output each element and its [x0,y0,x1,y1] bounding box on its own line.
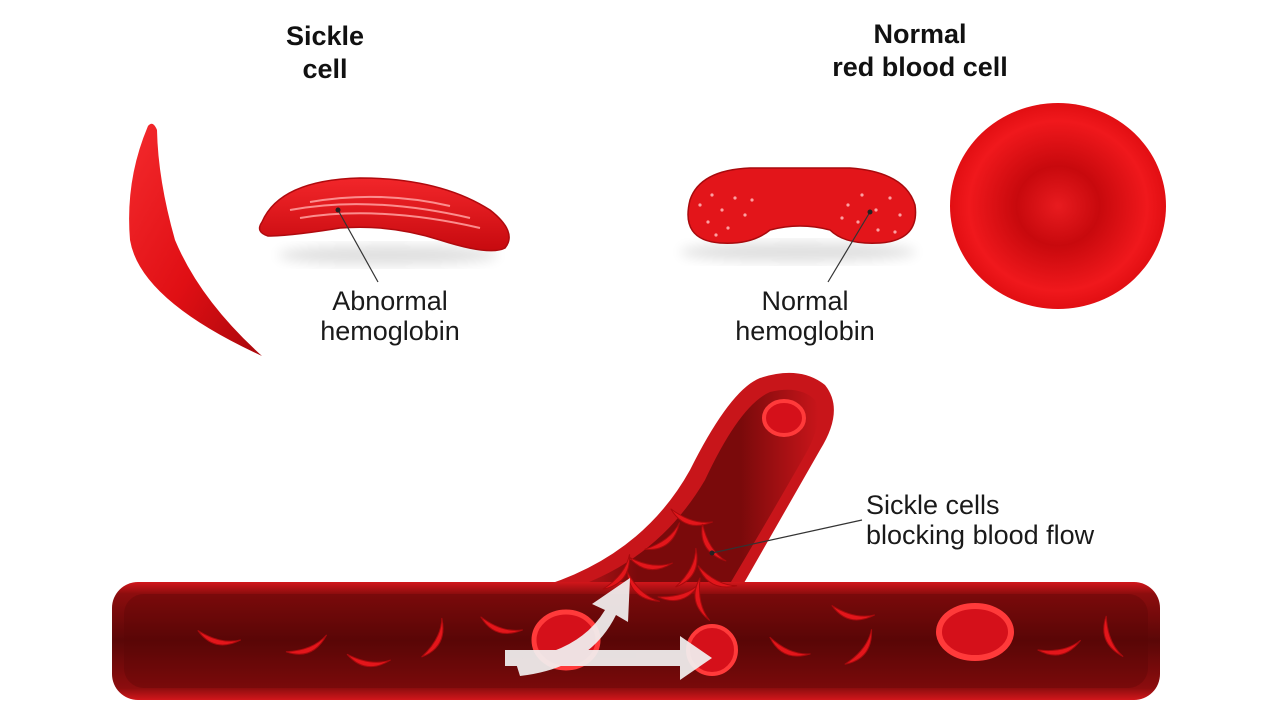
flow-arrows [505,578,712,680]
normal-cell-title: Normal red blood cell [800,18,1040,84]
normal-hemoglobin-dots [698,193,902,237]
flow-arrow-straight-icon [505,636,712,680]
normal-hemoglobin-dot [867,209,873,215]
sickle-cell-title: Sickle cell [255,20,395,86]
vessel-main [112,582,1160,700]
normal-hemoglobin-line-1: Normal [761,286,849,316]
sickle-cell-title-line-2: cell [302,54,348,84]
normal-hemoglobin-line-2: hemoglobin [735,316,875,346]
normal-side-shadow [680,242,916,262]
abnormal-hemoglobin-dot [335,207,341,213]
abnormal-hemoglobin-fibers [289,195,481,229]
normal-cell-title-line-1: Normal [873,19,967,49]
normal-cell-title-line-2: red blood cell [832,52,1008,82]
blocking-caption: Sickle cells blocking blood flow [866,490,1166,550]
normal-hemoglobin-caption: Normal hemoglobin [705,286,905,346]
abnormal-hemoglobin-line-1: Abnormal [332,286,448,316]
abnormal-hemoglobin-pointer [337,209,379,283]
flow-arrow-curved-icon [515,578,630,676]
normal-hemoglobin-pointer [827,211,871,283]
vessel-branch-lumen [560,389,819,592]
blocking-pointer [711,519,863,554]
sickle-side-shadow [278,245,498,265]
normal-cell-side [687,167,917,244]
blocking-caption-line-2: blocking blood flow [866,520,1095,550]
branch-normal-cell [762,399,806,437]
abnormal-hemoglobin-caption: Abnormal hemoglobin [290,286,490,346]
abnormal-hemoglobin-line-2: hemoglobin [320,316,460,346]
normal-cell-top [950,103,1166,309]
blocking-caption-line-1: Sickle cells [866,490,1000,520]
sickle-cell-title-line-1: Sickle [285,21,365,51]
blocking-dot [709,550,715,556]
sickle-cell-large [129,123,262,356]
